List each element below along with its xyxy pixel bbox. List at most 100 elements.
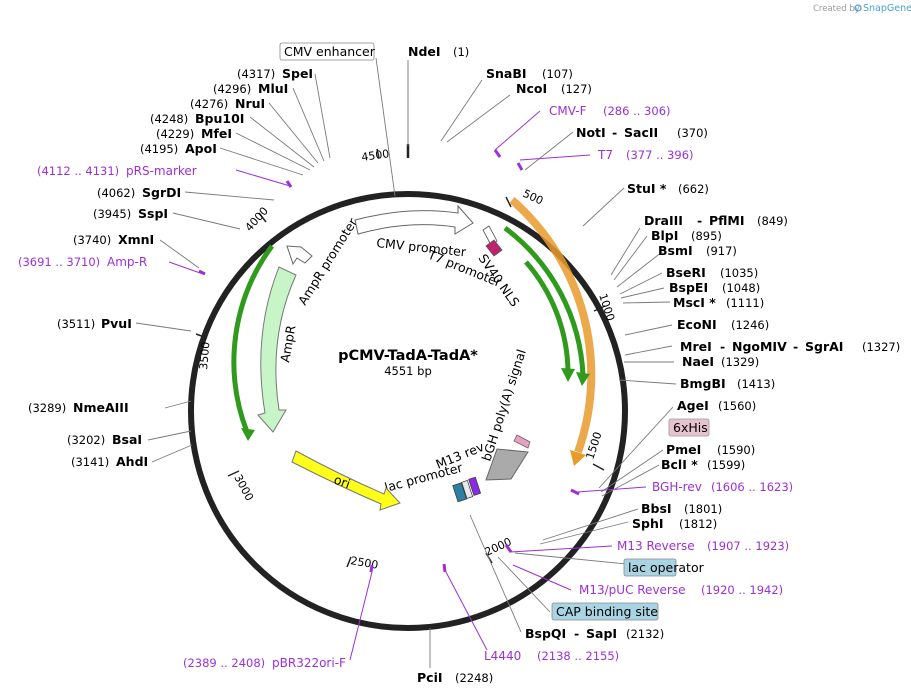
- site-sacii: SacII: [624, 125, 658, 140]
- his6-box: [668, 418, 710, 437]
- site-ncoi-pos: (127): [561, 82, 592, 96]
- site-pmei-pos: (1590): [717, 443, 755, 457]
- site-mlui: MluI: [258, 81, 288, 96]
- site-ndei-pos: (1): [453, 45, 469, 59]
- site-bpu10i-pos: (4248): [150, 112, 188, 126]
- primer-t7: T7: [597, 148, 613, 162]
- site-nmeaiii: NmeAIII: [73, 400, 129, 415]
- cmv-enhancer-box: [279, 42, 375, 61]
- backbone-inner-gap: [196, 199, 620, 623]
- site-sspi-pos: (3945): [93, 207, 131, 221]
- primer-pbr322ori-f-pos: (2389 .. 2408): [183, 656, 265, 670]
- site-bbsi: BbsI: [641, 501, 672, 516]
- site-pflmi-pos: (849): [757, 214, 788, 228]
- site-nrui: NruI: [235, 96, 265, 111]
- site-msci-pos: (1111): [726, 296, 764, 310]
- site-noti: NotI: [576, 125, 606, 140]
- ori-arrow: [291, 450, 401, 511]
- tick-label-2500: 2500: [349, 554, 379, 572]
- tick-500: [505, 196, 512, 208]
- bgh-polya-label: bGH poly(A) signal: [479, 347, 529, 463]
- site-pflmi: PflMI: [709, 213, 745, 228]
- site-bmgbi: BmgBI: [680, 376, 726, 391]
- site-pcii-pos: (2248): [455, 671, 493, 685]
- site-spei-pos: (4317): [237, 67, 275, 81]
- credit-prefix: Created by: [813, 4, 860, 14]
- site-stui-pos: (662): [678, 182, 709, 196]
- site-snabi: SnaBI: [486, 66, 527, 81]
- credit-brand: SnapGene: [863, 3, 911, 14]
- backbone-outer: [188, 191, 628, 631]
- primer-prs-marker: pRS-marker: [126, 164, 197, 178]
- primer-prs-marker-pos: (4112 .. 4131): [37, 164, 119, 178]
- site-pcii: PciI: [417, 670, 443, 685]
- site-apoi-pos: (4195): [140, 142, 178, 156]
- ampr-label: AmpR: [277, 324, 298, 364]
- cap-site-label: CAP binding site: [556, 604, 658, 619]
- green-arc-outer-head: [576, 372, 590, 386]
- primer-bgh-rev: BGH-rev: [652, 480, 702, 494]
- site-econi: EcoNI: [677, 317, 717, 332]
- site-agei-pos: (1560): [718, 399, 756, 413]
- primer-m13-puc-reverse-pos: (1920 .. 1942): [701, 583, 783, 597]
- ori-label: ori: [332, 472, 352, 492]
- cap-site-mark: [461, 480, 474, 499]
- lac-operator-mark: [452, 482, 467, 503]
- primer-cmv-f: CMV-F: [549, 104, 587, 118]
- site-ahdi-pos: (3141): [71, 455, 109, 469]
- site-snabi-pos: (107): [542, 67, 573, 81]
- primer-bgh-rev-pos: (1606 .. 1623): [711, 480, 793, 494]
- site-mlui-pos: (4296): [213, 82, 251, 96]
- primer-mark-pbr322ori: [369, 564, 374, 573]
- site-mfei-pos: (4229): [156, 127, 194, 141]
- site-dash-5: -: [574, 626, 579, 641]
- site-dash-2: -: [697, 213, 702, 228]
- site-bspqi: BspQI: [525, 626, 566, 641]
- tick-label-4500: 4500: [361, 147, 391, 164]
- site-econi-pos: (1246): [731, 318, 769, 332]
- site-srui-pos: (4276): [190, 97, 228, 111]
- site-sapi-pos: (2132): [626, 627, 664, 641]
- site-bsmi-pos: (917): [706, 244, 737, 258]
- ampr-arrow: [257, 266, 297, 433]
- site-bsai: BsaI: [112, 432, 142, 447]
- ampr-promoter-arrow: [286, 245, 313, 266]
- site-sphi: SphI: [632, 516, 664, 531]
- tick-4000: [258, 212, 267, 223]
- primer-mark-t7: [516, 162, 524, 171]
- primer-marks: [198, 149, 580, 573]
- site-sapi: SapI: [586, 626, 617, 641]
- tick-label-3000: 3000: [231, 472, 256, 503]
- m13-rev-mark: [468, 476, 482, 496]
- tada-arrowhead: [570, 450, 586, 466]
- site-xmni: XmnI: [118, 232, 154, 247]
- site-leaders: [135, 57, 677, 668]
- primer-l4440: L4440: [484, 649, 521, 663]
- primer-amp-r: Amp-R: [107, 255, 147, 269]
- site-apoi: ApoI: [185, 141, 217, 156]
- site-pvui-pos: (3511): [57, 317, 95, 331]
- primer-mark-prs-marker: [285, 180, 293, 188]
- tick-label-3500: 3500: [197, 341, 212, 370]
- site-dash-4: -: [793, 339, 798, 354]
- site-spei: SpeI: [282, 66, 313, 81]
- cap-site-box: [551, 602, 659, 621]
- site-bseri: BseRI: [666, 265, 706, 280]
- site-bsai-pos: (3202): [67, 433, 105, 447]
- site-bmgbi-pos: (1413): [737, 377, 775, 391]
- green-arc-inner: [524, 260, 571, 373]
- site-naei-pos: (1329): [721, 355, 759, 369]
- primer-amp-r-pos: (3691 .. 3710): [18, 255, 100, 269]
- site-draiii: DraIII: [644, 213, 683, 228]
- site-ngomiv: NgoMIV: [732, 339, 787, 354]
- site-ncoi: NcoI: [516, 81, 547, 96]
- primer-m13-reverse-pos: (1907 .. 1923): [707, 539, 789, 553]
- green-arc-left-head: [241, 428, 255, 441]
- lac-operator-label: lac operator: [628, 560, 705, 575]
- sv40-nls-mark: [485, 239, 503, 257]
- site-sgrai: SgrAI: [805, 339, 843, 354]
- tick-3000: [227, 470, 240, 477]
- primer-l4440-pos: (2138 .. 2155): [537, 649, 619, 663]
- primer-mark-amp-r: [198, 269, 206, 276]
